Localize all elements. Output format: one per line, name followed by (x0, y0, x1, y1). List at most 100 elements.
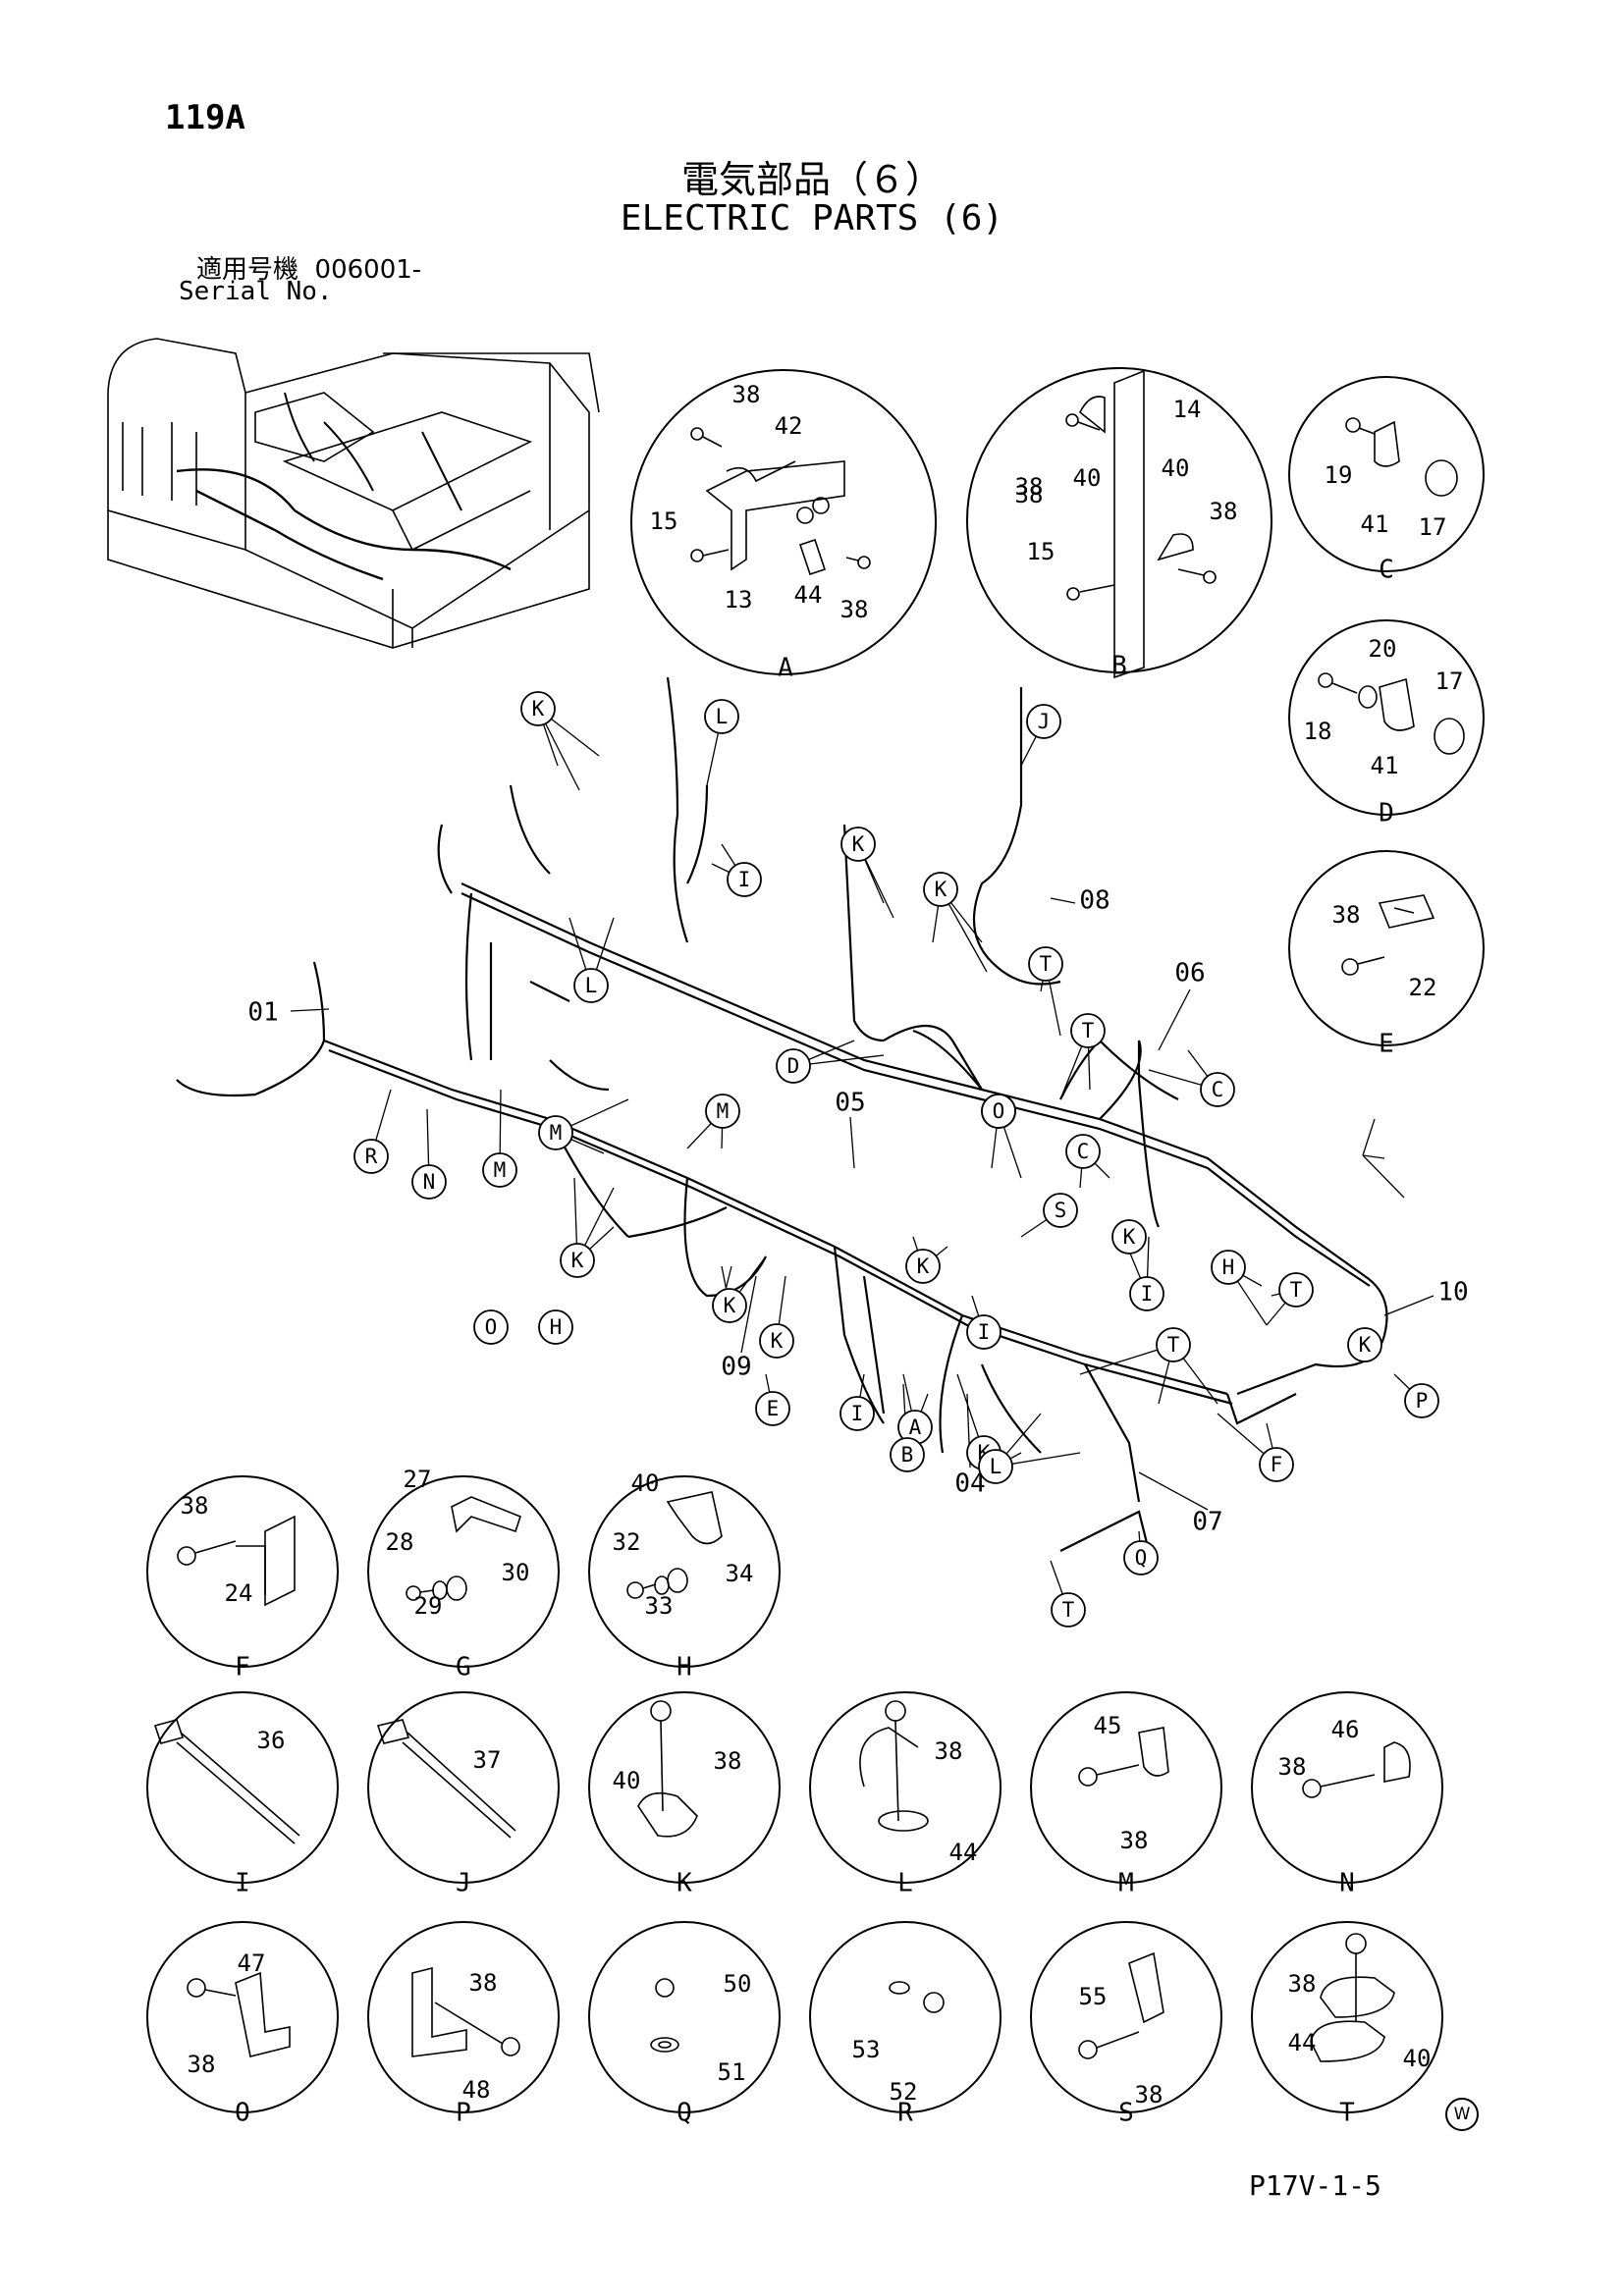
callout-K: K (712, 1288, 747, 1323)
svg-text:C: C (1077, 1140, 1090, 1163)
detail-letter-F: F (235, 1653, 250, 1682)
harness-label-10: 10 (1437, 1278, 1468, 1308)
part-number-H-40: 40 (631, 1469, 660, 1497)
callout-R: R (353, 1139, 389, 1174)
svg-text:L: L (716, 705, 729, 728)
footer-code: P17V-1-5 (1249, 2169, 1381, 2202)
serial-range: 適用号機 006001- (196, 249, 421, 286)
callout-T: T (1051, 1592, 1086, 1628)
svg-text:K: K (532, 697, 545, 721)
svg-text:L: L (990, 1455, 1002, 1478)
callout-K: K (1111, 1219, 1147, 1255)
callout-D: D (776, 1048, 811, 1084)
svg-text:T: T (1062, 1598, 1075, 1622)
svg-text:K: K (724, 1294, 736, 1317)
part-number-O-38: 38 (188, 2051, 216, 2078)
part-number-I-36: 36 (257, 1727, 286, 1754)
part-number-T-44: 44 (1288, 2029, 1317, 2056)
part-number-R-52: 52 (890, 2078, 918, 2106)
detail-letter-L: L (897, 1869, 913, 1898)
detail-circles (146, 367, 1485, 2113)
svg-text:T: T (1167, 1333, 1180, 1357)
detail-letter-D: D (1379, 799, 1394, 828)
svg-text:P: P (1416, 1389, 1429, 1413)
svg-text:K: K (571, 1249, 584, 1272)
detail-letter-N: N (1339, 1869, 1355, 1898)
part-number-A-15: 15 (650, 507, 678, 535)
corner-mark: W (1445, 2098, 1479, 2131)
serial-label-japanese: 適用号機 (196, 255, 299, 285)
part-number-B-38: 38 (1015, 481, 1044, 508)
callout-H: H (1211, 1250, 1246, 1285)
detail-letter-Q: Q (677, 2099, 692, 2128)
svg-text:A: A (909, 1415, 922, 1439)
part-number-D-41: 41 (1371, 752, 1399, 779)
part-number-E-22: 22 (1409, 974, 1437, 1001)
callout-K: K (520, 691, 556, 726)
harness-leader-05 (849, 1116, 855, 1169)
part-number-E-38: 38 (1332, 901, 1361, 929)
part-number-D-18: 18 (1304, 718, 1332, 745)
detail-letter-R: R (897, 2099, 913, 2128)
callout-I: I (727, 862, 762, 897)
part-number-O-47: 47 (238, 1949, 266, 1977)
part-number-M-38: 38 (1120, 1827, 1149, 1854)
callout-K: K (905, 1249, 941, 1284)
part-number-N-46: 46 (1331, 1716, 1360, 1743)
part-number-G-27: 27 (404, 1466, 432, 1493)
part-number-G-30: 30 (502, 1559, 530, 1586)
callout-K: K (560, 1243, 595, 1278)
callout-C: C (1065, 1134, 1101, 1169)
part-number-A-13: 13 (725, 586, 753, 614)
part-number-S-55: 55 (1079, 1983, 1108, 2010)
callout-E: E (755, 1391, 790, 1426)
detail-letter-J: J (456, 1869, 471, 1898)
callout-T: T (1278, 1272, 1314, 1308)
detail-letter-S: S (1118, 2099, 1134, 2128)
part-number-D-20: 20 (1369, 635, 1397, 663)
callout-M: M (705, 1094, 740, 1129)
title-english: ELECTRIC PARTS (6) (620, 198, 1004, 239)
callout-B: B (890, 1437, 925, 1472)
callout-L: L (704, 699, 739, 734)
svg-text:D: D (787, 1054, 800, 1078)
harness-assembly-illustration (176, 676, 1388, 1552)
callout-I: I (966, 1314, 1001, 1350)
part-number-F-38: 38 (181, 1492, 209, 1520)
part-number-A-42: 42 (775, 412, 803, 440)
svg-text:T: T (1082, 1019, 1095, 1042)
detail-letter-I: I (235, 1869, 250, 1898)
callout-J: J (1026, 704, 1061, 739)
svg-text:I: I (978, 1320, 991, 1344)
part-number-T-38: 38 (1288, 1970, 1317, 1998)
serial-label-english: Serial No. (179, 277, 333, 306)
harness-label-09: 09 (721, 1353, 751, 1382)
callout-F: F (1259, 1447, 1294, 1482)
part-number-B-38: 38 (1015, 473, 1044, 501)
part-number-B-38: 38 (1210, 498, 1238, 525)
callout-I: I (839, 1396, 875, 1431)
harness-leader-07 (1138, 1471, 1209, 1511)
part-number-P-38: 38 (469, 1969, 498, 1997)
serial-value: 006001- (314, 255, 422, 285)
part-number-A-44: 44 (794, 581, 823, 609)
detail-letter-M: M (1118, 1869, 1134, 1898)
part-number-G-29: 29 (414, 1592, 443, 1620)
harness-leader-06 (1158, 988, 1191, 1051)
callout-T: T (1156, 1327, 1191, 1362)
callout-N: N (411, 1164, 447, 1200)
harness-leader-08 (1050, 897, 1076, 904)
callout-O: O (981, 1094, 1016, 1129)
callout-K: K (1347, 1327, 1382, 1362)
harness-leader-10 (1383, 1295, 1435, 1316)
callout-A: A (897, 1410, 933, 1445)
svg-text:K: K (771, 1329, 784, 1353)
part-number-B-40: 40 (1073, 464, 1102, 492)
page-number: 119A (165, 98, 245, 137)
svg-text:M: M (494, 1158, 507, 1182)
part-number-S-38: 38 (1135, 2081, 1164, 2109)
svg-text:I: I (738, 868, 751, 891)
detail-part-sketches (153, 369, 1465, 2062)
